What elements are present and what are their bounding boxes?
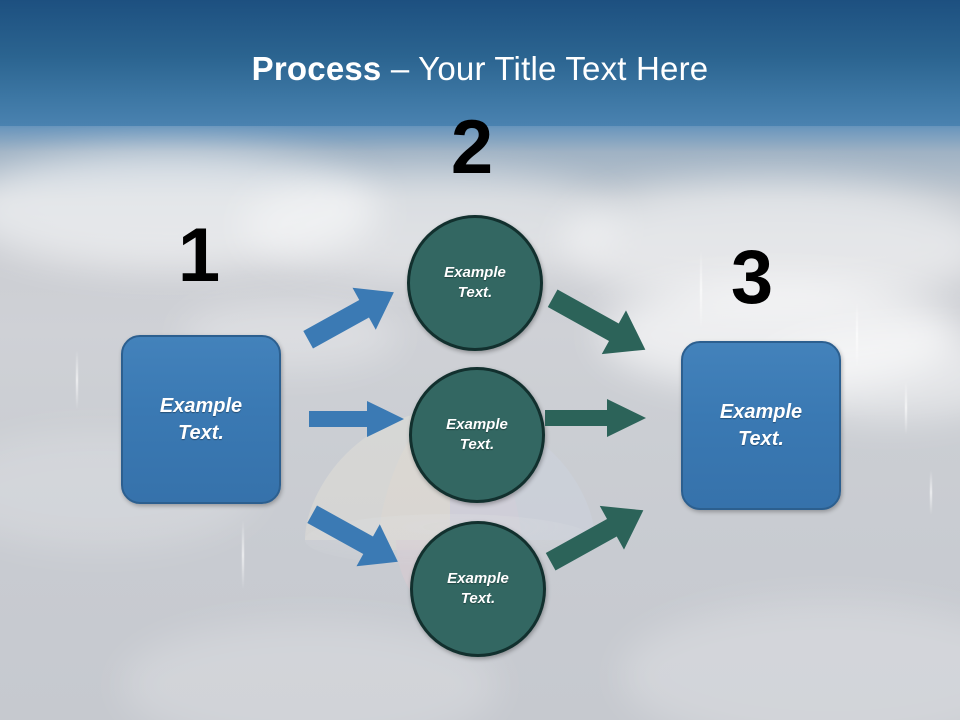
middle-circle-top-label-line2: Text. xyxy=(457,284,493,301)
step-number-3: 3 xyxy=(730,235,774,320)
middle-circle-bottom-label-line1: Example xyxy=(447,570,509,588)
end-box-label-line2: Text. xyxy=(738,427,784,450)
start-box-label-line1: Example xyxy=(159,394,243,417)
arrow-down-right-blue xyxy=(300,500,410,576)
end-box-label-line1: Example xyxy=(719,400,803,423)
start-box-label-line2: Text. xyxy=(178,421,224,444)
middle-circle-center-label-line1: Example xyxy=(446,416,508,434)
page-title: Process – Your Title Text Here xyxy=(0,50,960,88)
arrow-up-right-teal xyxy=(538,497,656,575)
middle-circle-top-label-line1: Example xyxy=(444,264,506,282)
step-number-1: 1 xyxy=(177,213,221,298)
title-band xyxy=(0,0,960,126)
step-number-2: 2 xyxy=(450,105,494,190)
page-title-rest: – Your Title Text Here xyxy=(381,50,709,87)
arrow-up-right-blue xyxy=(296,278,406,354)
arrow-right-teal xyxy=(545,398,647,438)
middle-circle-center-label-line2: Text. xyxy=(459,436,495,453)
page-title-strong: Process xyxy=(251,50,382,87)
arrow-down-right-teal xyxy=(540,285,658,363)
middle-circle-bottom-label-line2: Text. xyxy=(460,590,496,607)
arrow-right-blue xyxy=(309,400,405,438)
